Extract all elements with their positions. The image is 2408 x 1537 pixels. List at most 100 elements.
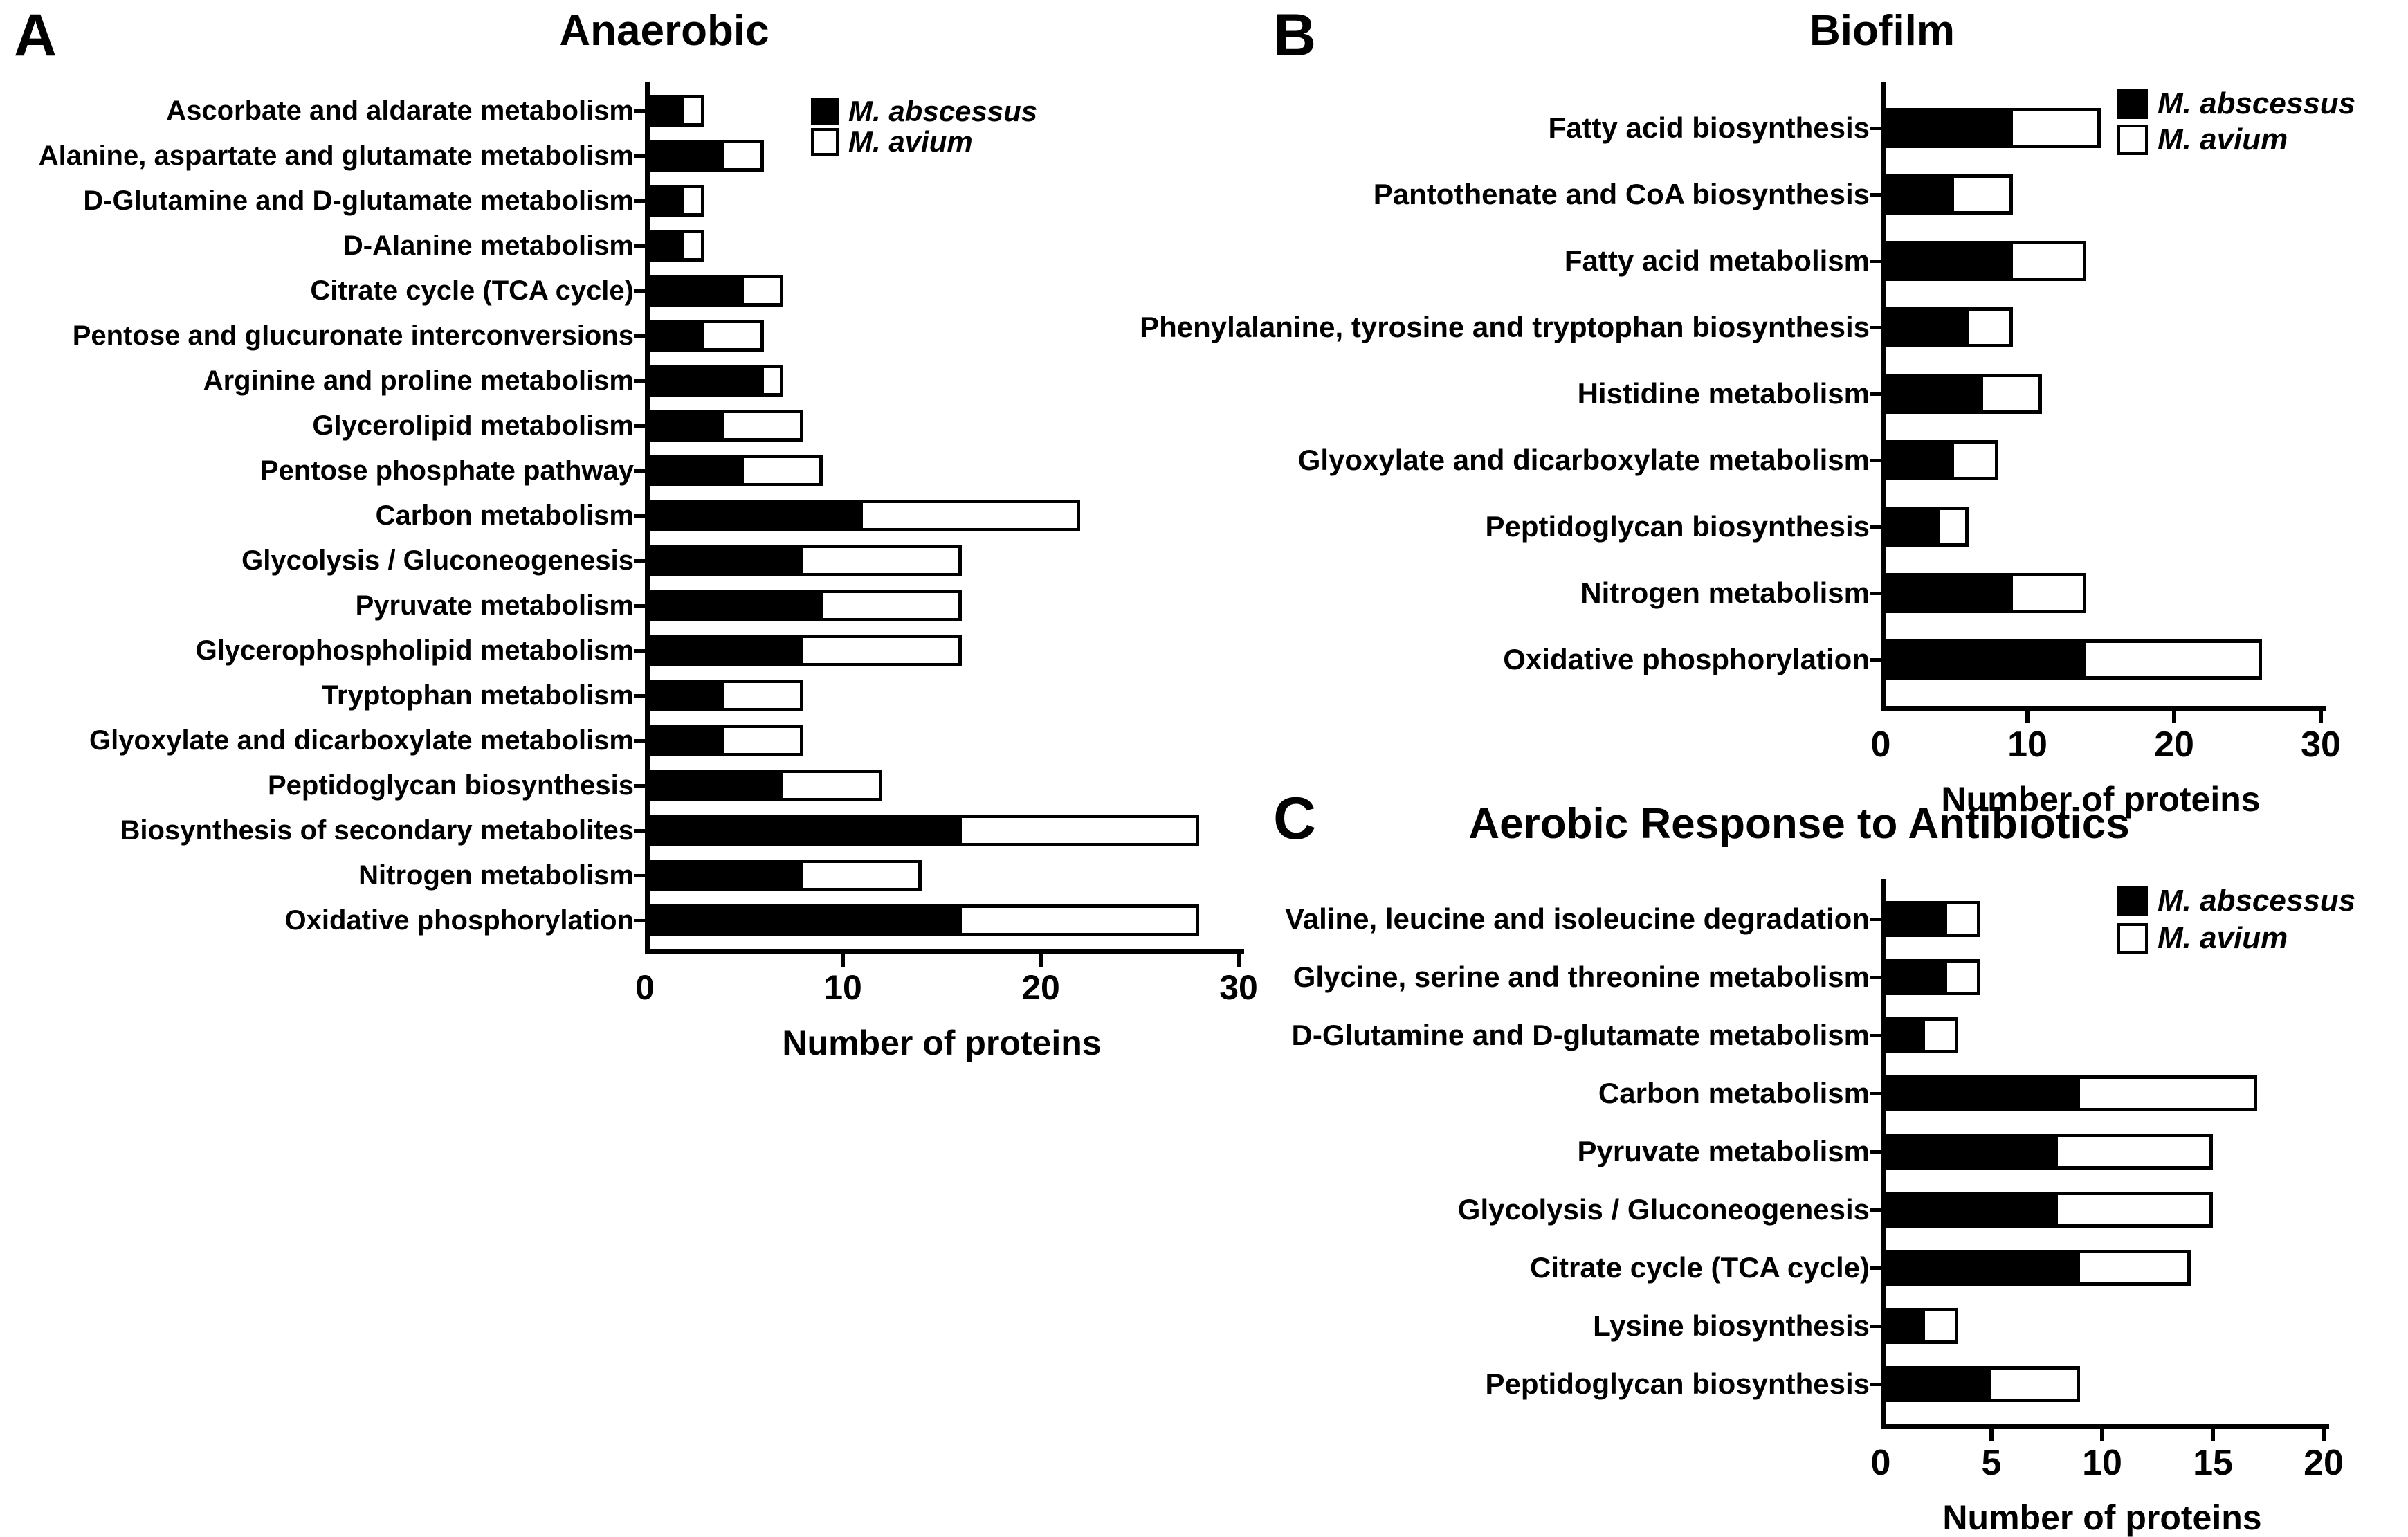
x-tick-label: 20 — [1021, 968, 1060, 1007]
y-tick-icon — [634, 379, 645, 383]
y-tick-icon — [1870, 392, 1881, 396]
x-tick-icon — [2319, 711, 2323, 723]
bar-row: Peptidoglycan biosynthesis — [1486, 507, 2362, 547]
stacked-bar — [645, 140, 1280, 172]
bar-segment-abscessus — [1881, 108, 2013, 148]
stacked-bar — [1881, 573, 2362, 613]
legend-item-avium: M. avium — [2117, 923, 2355, 954]
legend-swatch-white-icon — [2117, 125, 2148, 155]
y-tick-icon — [634, 244, 645, 248]
stacked-bar — [1881, 174, 2362, 215]
stacked-bar — [1881, 440, 2362, 480]
y-tick-icon — [634, 559, 645, 563]
y-tick-icon — [1870, 658, 1881, 662]
stacked-bar — [645, 320, 1280, 352]
stacked-bar — [645, 500, 1280, 531]
bar-segment-abscessus — [1881, 440, 1954, 480]
bar-segment-abscessus — [1881, 1250, 2080, 1286]
bar-segment-abscessus — [645, 860, 803, 891]
category-label: Arginine and proline metabolism — [203, 365, 634, 396]
x-tick-icon — [2211, 1429, 2215, 1441]
stacked-bar — [645, 455, 1280, 486]
x-tick-label: 0 — [1870, 1443, 1891, 1483]
stacked-bar — [1881, 241, 2362, 281]
bar-row: Glycine, serine and threonine metabolism — [1293, 959, 2365, 995]
category-label: Citrate cycle (TCA cycle) — [310, 275, 634, 306]
y-tick-icon — [1870, 1266, 1881, 1270]
bar-row: Phenylalanine, tyrosine and tryptophan b… — [1140, 307, 2362, 347]
bar-segment-abscessus — [645, 95, 685, 127]
panel-title-aerobic: Aerobic Response to Antibiotics — [1468, 800, 2130, 848]
x-tick-label: 10 — [2007, 725, 2047, 765]
bar-segment-abscessus — [645, 275, 744, 307]
bar-segment-abscessus — [645, 500, 863, 531]
x-axis-line-a — [645, 949, 1244, 954]
bar-segment-abscessus — [645, 680, 724, 711]
y-tick-icon — [634, 154, 645, 158]
category-label: Nitrogen metabolism — [358, 860, 634, 891]
bar-row: Glycolysis / Gluconeogenesis — [241, 545, 1280, 576]
stacked-bar — [645, 410, 1280, 442]
legend-label-abscessus: M. abscessus — [848, 95, 1038, 127]
bar-segment-abscessus — [1881, 959, 1947, 995]
bar-segment-abscessus — [645, 590, 823, 621]
category-label: Pentose phosphate pathway — [259, 455, 634, 486]
x-tick-label: 10 — [2082, 1443, 2122, 1483]
y-tick-icon — [1870, 1034, 1881, 1037]
bar-row: Pentose and glucuronate interconversions — [73, 320, 1280, 352]
stacked-bar — [1881, 1134, 2365, 1170]
category-label: Fatty acid metabolism — [1564, 244, 1870, 277]
y-tick-icon — [634, 874, 645, 877]
category-label: Oxidative phosphorylation — [284, 905, 634, 936]
category-label: Glycolysis / Gluconeogenesis — [241, 545, 634, 576]
stacked-bar — [1881, 307, 2362, 347]
bar-row: Peptidoglycan biosynthesis — [268, 770, 1280, 801]
y-tick-icon — [1870, 1092, 1881, 1095]
legend-item-abscessus: M. abscessus — [2117, 89, 2355, 119]
x-tick-label: 5 — [1981, 1443, 2002, 1483]
y-tick-icon — [1870, 260, 1881, 263]
category-label: Fatty acid biosynthesis — [1548, 111, 1870, 144]
y-tick-icon — [634, 199, 645, 203]
y-tick-icon — [1870, 1325, 1881, 1328]
category-label: Ascorbate and aldarate metabolism — [166, 96, 634, 126]
y-tick-icon — [1870, 1208, 1881, 1212]
y-tick-icon — [1870, 1383, 1881, 1386]
legend-swatch-white-icon — [811, 128, 839, 156]
stacked-bar — [1881, 108, 2362, 148]
stacked-bar — [1881, 507, 2362, 547]
y-tick-icon — [1870, 976, 1881, 979]
y-tick-icon — [1870, 459, 1881, 462]
category-label: Nitrogen metabolism — [1580, 576, 1870, 609]
category-label: D-Glutamine and D-glutamate metabolism — [1291, 1019, 1870, 1051]
category-label: Carbon metabolism — [375, 500, 634, 531]
bar-row: Histidine metabolism — [1578, 374, 2362, 414]
legend-swatch-black-icon — [2117, 89, 2148, 119]
category-label: Peptidoglycan biosynthesis — [267, 770, 634, 801]
bar-segment-abscessus — [645, 815, 962, 846]
stacked-bar — [1881, 639, 2362, 680]
bar-segment-abscessus — [645, 635, 803, 666]
stacked-bar — [1881, 374, 2362, 414]
y-tick-icon — [1870, 326, 1881, 329]
bar-segment-abscessus — [1881, 241, 2013, 281]
bar-segment-abscessus — [1881, 573, 2013, 613]
category-label: Glycolysis / Gluconeogenesis — [1457, 1193, 1870, 1226]
category-label: Glyoxylate and dicarboxylate metabolism — [89, 725, 634, 756]
stacked-bar — [645, 770, 1280, 801]
x-tick-label: 0 — [635, 968, 655, 1007]
y-tick-icon — [634, 514, 645, 518]
bar-row: Glycerolipid metabolism — [312, 410, 1280, 442]
bar-segment-abscessus — [1881, 174, 1954, 215]
bar-row: Nitrogen metabolism — [358, 860, 1280, 891]
bar-segment-abscessus — [645, 320, 704, 352]
bar-row: Carbon metabolism — [376, 500, 1280, 531]
stacked-bar — [645, 95, 1280, 127]
category-label: Valine, leucine and isoleucine degradati… — [1285, 902, 1870, 935]
legend-label-avium: M. avium — [2158, 921, 2288, 955]
bar-row: Carbon metabolism — [1598, 1075, 2365, 1111]
bar-segment-abscessus — [1881, 1366, 1991, 1402]
bar-segment-abscessus — [645, 140, 724, 172]
category-label: Glycerophospholipid metabolism — [195, 635, 634, 666]
category-label: Citrate cycle (TCA cycle) — [1530, 1251, 1870, 1284]
